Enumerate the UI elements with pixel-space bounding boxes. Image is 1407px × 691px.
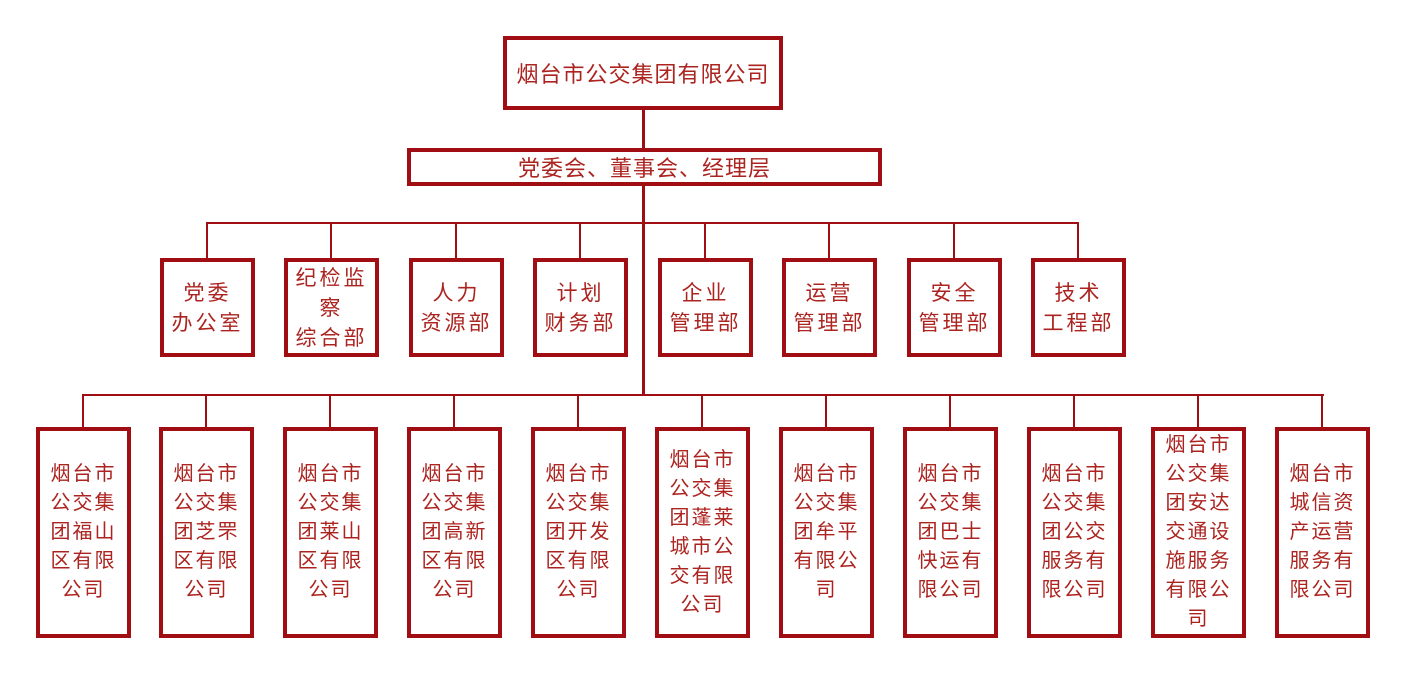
subsidiary-box-kaifa: 烟台市 公交集 团开发 区有限 公司 — [531, 427, 626, 638]
connector-trunk-vertical — [642, 186, 645, 396]
subsidiary-label: 烟台市 公交集 团巴士 快运有 限公司 — [917, 463, 984, 601]
dept-label: 运营 管理部 — [793, 280, 866, 335]
subsidiary-label: 烟台市 公交集 团牟平 有限公 司 — [793, 463, 860, 601]
dept-box-enterprise-management: 企业 管理部 — [658, 258, 753, 357]
dept-box-technology-engineering: 技术 工程部 — [1031, 258, 1126, 357]
connector-drop-sub-5 — [577, 394, 579, 427]
dept-label: 党委 办公室 — [171, 280, 244, 335]
subsidiary-label: 烟台市 公交集 团莱山 区有限 公司 — [297, 463, 364, 601]
dept-box-discipline-inspection: 纪检监 察 综合部 — [284, 258, 379, 357]
connector-drop-dept-7 — [953, 222, 955, 258]
governance-label: 党委会、董事会、经理层 — [517, 156, 771, 181]
dept-label: 人力 资源部 — [420, 280, 493, 335]
root-company-label: 烟台市公交集团有限公司 — [516, 62, 770, 87]
subsidiary-box-chengxin-assets: 烟台市 城信资 产运营 服务有 限公司 — [1275, 427, 1370, 638]
subsidiary-box-bus-service: 烟台市 公交集 团公交 服务有 限公司 — [1027, 427, 1122, 638]
dept-box-operations-management: 运营 管理部 — [782, 258, 877, 357]
connector-drop-sub-2 — [205, 394, 207, 427]
dept-box-planning-finance: 计划 财务部 — [533, 258, 628, 357]
subsidiary-box-gaoxin: 烟台市 公交集 团高新 区有限 公司 — [407, 427, 502, 638]
connector-drop-sub-8 — [949, 394, 951, 427]
dept-label: 技术 工程部 — [1042, 280, 1115, 335]
subsidiary-label: 烟台市 公交集 团公交 服务有 限公司 — [1041, 463, 1108, 601]
dept-box-safety-management: 安全 管理部 — [907, 258, 1002, 357]
subsidiary-box-anda-traffic-facilities: 烟台市 公交集 团安达 交通设 施服务 有限公 司 — [1151, 427, 1246, 638]
subsidiary-label: 烟台市 公交集 团福山 区有限 公司 — [50, 463, 117, 601]
connector-drop-dept-8 — [1077, 222, 1079, 258]
connector-subsidiaries-horizontal — [82, 394, 1324, 396]
subsidiary-label: 烟台市 公交集 团开发 区有限 公司 — [545, 463, 612, 601]
connector-drop-dept-4 — [579, 222, 581, 258]
dept-label: 计划 财务部 — [544, 280, 617, 335]
dept-box-human-resources: 人力 资源部 — [409, 258, 504, 357]
dept-label: 纪检监 察 综合部 — [295, 265, 368, 350]
connector-drop-sub-11 — [1321, 394, 1323, 427]
connector-root-to-governance — [642, 110, 645, 148]
subsidiary-label: 烟台市 公交集 团高新 区有限 公司 — [421, 463, 488, 601]
connector-drop-sub-6 — [701, 394, 703, 427]
connector-drop-sub-1 — [82, 394, 84, 427]
connector-drop-sub-7 — [825, 394, 827, 427]
dept-label: 安全 管理部 — [918, 280, 991, 335]
subsidiary-box-laishan: 烟台市 公交集 团莱山 区有限 公司 — [283, 427, 378, 638]
connector-drop-sub-9 — [1073, 394, 1075, 427]
connector-drop-dept-6 — [828, 222, 830, 258]
connector-drop-dept-3 — [455, 222, 457, 258]
subsidiary-box-zhifu: 烟台市 公交集 团芝罘 区有限 公司 — [159, 427, 254, 638]
subsidiary-label: 烟台市 公交集 团安达 交通设 施服务 有限公 司 — [1165, 434, 1232, 630]
connector-drop-sub-3 — [329, 394, 331, 427]
root-company-box: 烟台市公交集团有限公司 — [503, 36, 783, 110]
dept-label: 企业 管理部 — [669, 280, 742, 335]
subsidiary-label: 烟台市 公交集 团芝罘 区有限 公司 — [173, 463, 240, 601]
subsidiary-label: 烟台市 城信资 产运营 服务有 限公司 — [1289, 463, 1356, 601]
governance-box: 党委会、董事会、经理层 — [407, 148, 882, 186]
subsidiary-box-bus-express: 烟台市 公交集 团巴士 快运有 限公司 — [903, 427, 998, 638]
subsidiary-box-muping: 烟台市 公交集 团牟平 有限公 司 — [779, 427, 874, 638]
subsidiary-box-fushan: 烟台市 公交集 团福山 区有限 公司 — [36, 427, 131, 638]
connector-drop-dept-5 — [704, 222, 706, 258]
connector-departments-horizontal — [206, 222, 1079, 224]
subsidiary-label: 烟台市 公交集 团蓬莱 城市公 交有限 公司 — [669, 448, 736, 616]
connector-drop-sub-10 — [1197, 394, 1199, 427]
dept-box-party-committee-office: 党委 办公室 — [160, 258, 255, 357]
connector-drop-dept-1 — [206, 222, 208, 258]
connector-drop-sub-4 — [453, 394, 455, 427]
connector-drop-dept-2 — [330, 222, 332, 258]
subsidiary-box-penglai: 烟台市 公交集 团蓬莱 城市公 交有限 公司 — [655, 427, 750, 638]
